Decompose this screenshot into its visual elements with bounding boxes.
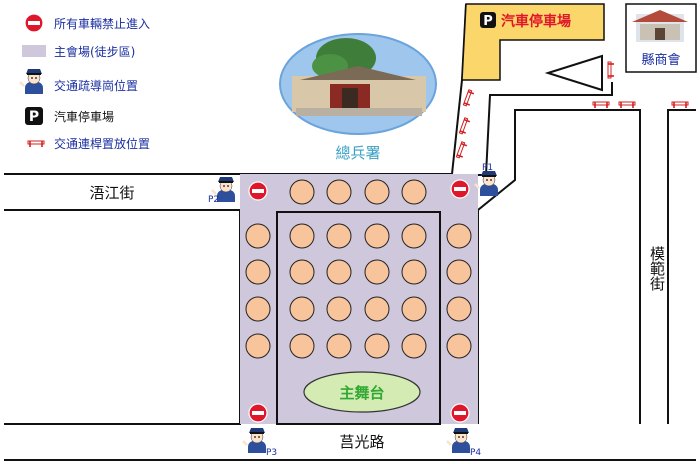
- post-p1-label: P1: [482, 163, 493, 173]
- parking-lot-label: 汽車停車場: [501, 13, 571, 30]
- table: [245, 296, 271, 322]
- post-p3-label: P3: [266, 448, 277, 458]
- no-entry-icon: [450, 403, 470, 423]
- legend-parking: 汽車停車場: [54, 109, 114, 124]
- traffic-barrier-icon: [27, 140, 45, 148]
- main-stage-label: 主舞台: [339, 384, 384, 402]
- no-entry-icon: [450, 179, 470, 199]
- svg-text:模範街: 模範街: [648, 246, 666, 291]
- table: [326, 333, 352, 359]
- parking-lot: [461, 3, 605, 81]
- traffic-barrier-icon: [462, 88, 476, 108]
- parking-p-icon: P: [25, 107, 43, 125]
- table: [289, 179, 315, 205]
- direction-arrow: [544, 54, 603, 92]
- traffic-barrier-icon: [671, 101, 689, 109]
- table: [245, 223, 271, 249]
- table: [245, 333, 271, 359]
- parking-lot-icon: P: [480, 12, 496, 29]
- legend-no-entry: 所有車輛禁止進入: [54, 17, 150, 31]
- traffic-barrier-icon: [455, 140, 469, 160]
- traffic-barrier-icon: [458, 116, 472, 136]
- table: [245, 259, 271, 285]
- block-northeast: [478, 82, 613, 176]
- traffic-barrier-icon: [607, 61, 615, 79]
- traffic-barrier-icon: [592, 101, 610, 109]
- legend-traffic-post: 交通疏導崗位置: [54, 78, 138, 93]
- table: [326, 179, 352, 205]
- table: [364, 296, 390, 322]
- table: [401, 259, 427, 285]
- table: [446, 259, 472, 285]
- table: [364, 333, 390, 359]
- block-east: [477, 109, 641, 424]
- table: [446, 296, 472, 322]
- table: [364, 179, 390, 205]
- army-office-photo: [279, 33, 437, 135]
- street-west-label: 浯江街: [89, 184, 134, 202]
- county-council-label: 縣商會: [641, 53, 680, 68]
- police-officer-icon: [241, 426, 268, 455]
- inner-square: [276, 211, 441, 425]
- police-officer-icon: [445, 426, 472, 455]
- legend: 所有車輛禁止進入 主會場(徒步區) 交通疏導崗位置 P 汽車停車場 交通連桿置放…: [18, 13, 150, 151]
- traffic-barrier-icon: [618, 101, 636, 109]
- post-p4-label: P4: [470, 448, 481, 458]
- table: [326, 259, 352, 285]
- block-far-east: [667, 109, 696, 424]
- no-entry-icon: [248, 181, 268, 201]
- table: [326, 296, 352, 322]
- table: [401, 223, 427, 249]
- table: [364, 223, 390, 249]
- no-entry-icon: [248, 403, 268, 423]
- table: [446, 333, 472, 359]
- army-office-label: 總兵署: [335, 144, 380, 162]
- police-officer-icon: [18, 67, 45, 96]
- table: [289, 259, 315, 285]
- table: [401, 333, 427, 359]
- venue-swatch: [22, 45, 46, 57]
- block-west: [4, 209, 241, 425]
- main-stage: [303, 371, 421, 413]
- legend-main-venue: 主會場(徒步區): [54, 45, 135, 59]
- street-south-label: 莒光路: [339, 433, 384, 451]
- table: [446, 223, 472, 249]
- table: [401, 179, 427, 205]
- post-p2-label: P2: [208, 195, 219, 205]
- county-council: 縣商會: [625, 3, 697, 73]
- table: [364, 259, 390, 285]
- svg-text:P: P: [483, 14, 493, 29]
- table: [326, 223, 352, 249]
- street-east-label: 模範街: [648, 246, 666, 291]
- table: [401, 296, 427, 322]
- tables: [245, 179, 472, 359]
- svg-text:P: P: [29, 109, 39, 125]
- table: [289, 223, 315, 249]
- legend-cone-position: 交通連桿置放位置: [54, 136, 150, 151]
- no-entry-icon: [24, 13, 44, 33]
- table: [289, 333, 315, 359]
- table: [289, 296, 315, 322]
